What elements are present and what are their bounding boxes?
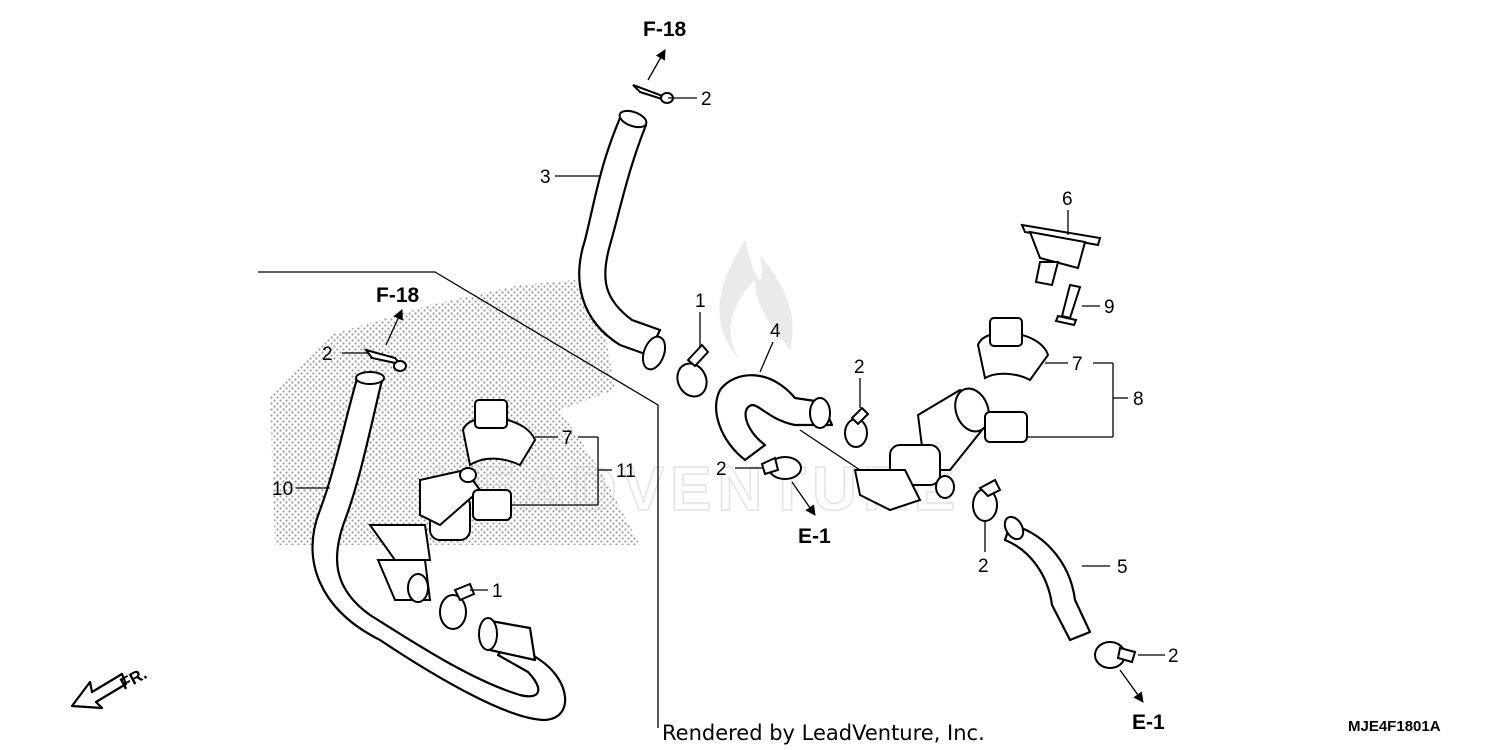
rubber-mount-part-7-right [976, 317, 1050, 382]
bracket-part-6 [1020, 223, 1102, 287]
hose-part-4 [715, 374, 834, 462]
bolt-part-9 [1054, 283, 1082, 327]
reference-arrows [385, 49, 1144, 703]
leader-lines [296, 97, 1165, 656]
ref-link-e1-mid[interactable]: E-1 [798, 525, 831, 548]
part-labels: 2 3 1 4 2 2 2 10 7 11 1 6 9 7 8 2 5 2 [272, 89, 1179, 667]
part-label-1-mid: 1 [695, 291, 706, 312]
part-label-2-mid: 2 [854, 357, 865, 378]
hose-part-3 [578, 109, 667, 371]
part-label-10: 10 [272, 479, 293, 500]
watermark-flame-icon [719, 240, 793, 360]
part-label-11: 11 [616, 461, 636, 482]
clamp-part-2-mid [844, 406, 870, 448]
frame-line-top [258, 271, 659, 728]
hose-part-5 [1003, 515, 1092, 642]
part-label-2-top: 2 [701, 89, 712, 110]
hose-part-10 [311, 371, 567, 722]
part-label-7-left: 7 [562, 428, 573, 449]
part-label-2-bottom: 2 [1168, 646, 1179, 667]
ref-link-e1-bottom[interactable]: E-1 [1132, 711, 1165, 734]
part-label-9: 9 [1104, 297, 1115, 318]
clamp-part-2-top [632, 84, 674, 104]
clamp-part-2-under4 [760, 456, 802, 480]
air-valve-part-11 [368, 467, 512, 603]
part-label-2-right: 2 [978, 556, 989, 577]
rubber-mount-part-7-left [461, 399, 537, 467]
ref-link-f18-top[interactable]: F-18 [643, 18, 687, 41]
part-label-6: 6 [1062, 189, 1073, 210]
clamp-part-1-low [439, 582, 476, 630]
footer-credit: Rendered by LeadVenture, Inc. [662, 721, 985, 745]
clamp-part-2-left [363, 348, 407, 372]
clamp-part-1-mid [676, 343, 710, 398]
part-label-5: 5 [1117, 557, 1128, 578]
front-direction-indicator: FR. [70, 664, 150, 710]
pipe-end [478, 617, 537, 662]
part-label-8: 8 [1133, 389, 1144, 410]
part-label-2-left: 2 [322, 344, 333, 365]
part-label-1-low: 1 [492, 581, 503, 602]
front-arrow-label: FR. [117, 664, 150, 694]
part-label-4: 4 [770, 321, 781, 342]
air-valve-part-8 [853, 387, 1028, 512]
part-label-7-right: 7 [1072, 354, 1083, 375]
shaded-engine-area [270, 280, 640, 545]
ref-link-f18-left[interactable]: F-18 [376, 284, 420, 307]
clamp-part-2-bottom [1094, 641, 1137, 669]
clamp-part-2-right [972, 478, 1002, 522]
diagram-code: MJE4F1801A [1348, 718, 1441, 735]
part-label-2-under4: 2 [716, 459, 727, 480]
part-label-3: 3 [540, 167, 551, 188]
front-arrow-icon [70, 672, 128, 710]
reference-labels[interactable]: F-18 F-18 E-1 E-1 [376, 18, 1165, 734]
